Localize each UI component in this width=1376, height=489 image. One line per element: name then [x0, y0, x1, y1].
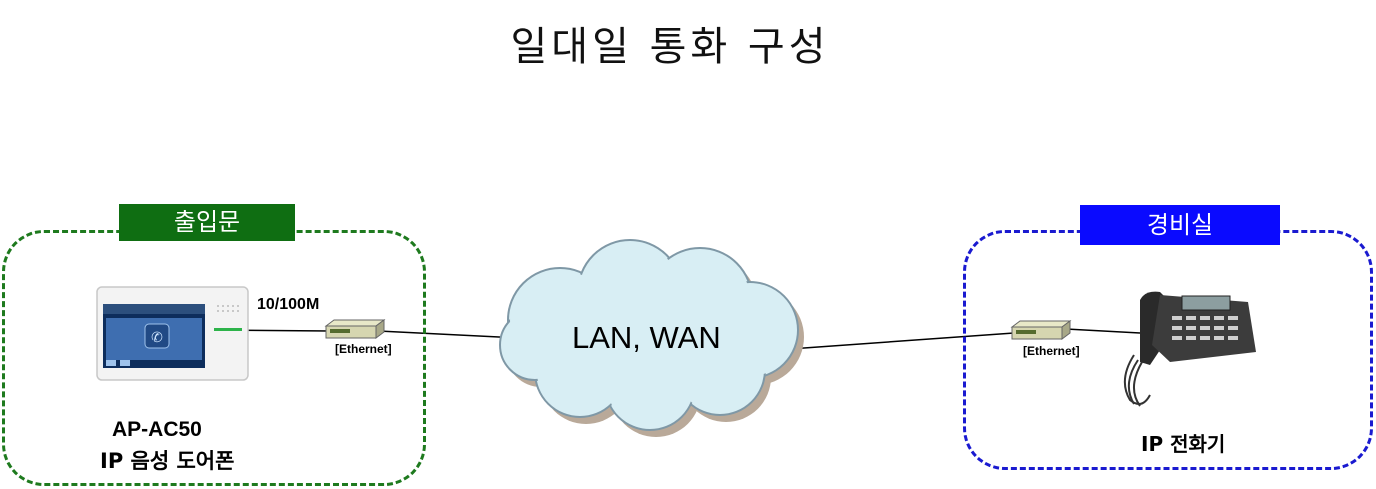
device-model-label: AP-AC50: [112, 418, 202, 441]
security-office-zone-label: 경비실: [1080, 205, 1280, 245]
wire-switch-to-cloud: [377, 330, 521, 339]
phone-icon: ✆: [151, 330, 163, 346]
ethernet-switch-left: [324, 319, 386, 339]
speed-label: 10/100M: [257, 296, 320, 313]
ethernet-label-right: [Ethernet]: [1023, 344, 1080, 358]
diagram-title: 일대일 통화 구성: [510, 24, 830, 70]
entrance-zone-label: 출입문: [119, 204, 295, 241]
doorphone-device-image: ✆: [96, 286, 249, 381]
network-label: LAN, WAN: [572, 320, 721, 355]
network-cloud: [499, 239, 804, 437]
ip-phone-image: [1123, 291, 1256, 407]
wire-switch-to-phone: [1065, 328, 1141, 334]
ethernet-label-left: [Ethernet]: [335, 342, 392, 356]
wire-cloud-to-switch: [789, 332, 1015, 350]
ip-phone-label: IP 전화기: [1141, 432, 1226, 456]
ethernet-switch-right: [1010, 320, 1072, 340]
device-name-label: IP 음성 도어폰: [100, 449, 235, 473]
